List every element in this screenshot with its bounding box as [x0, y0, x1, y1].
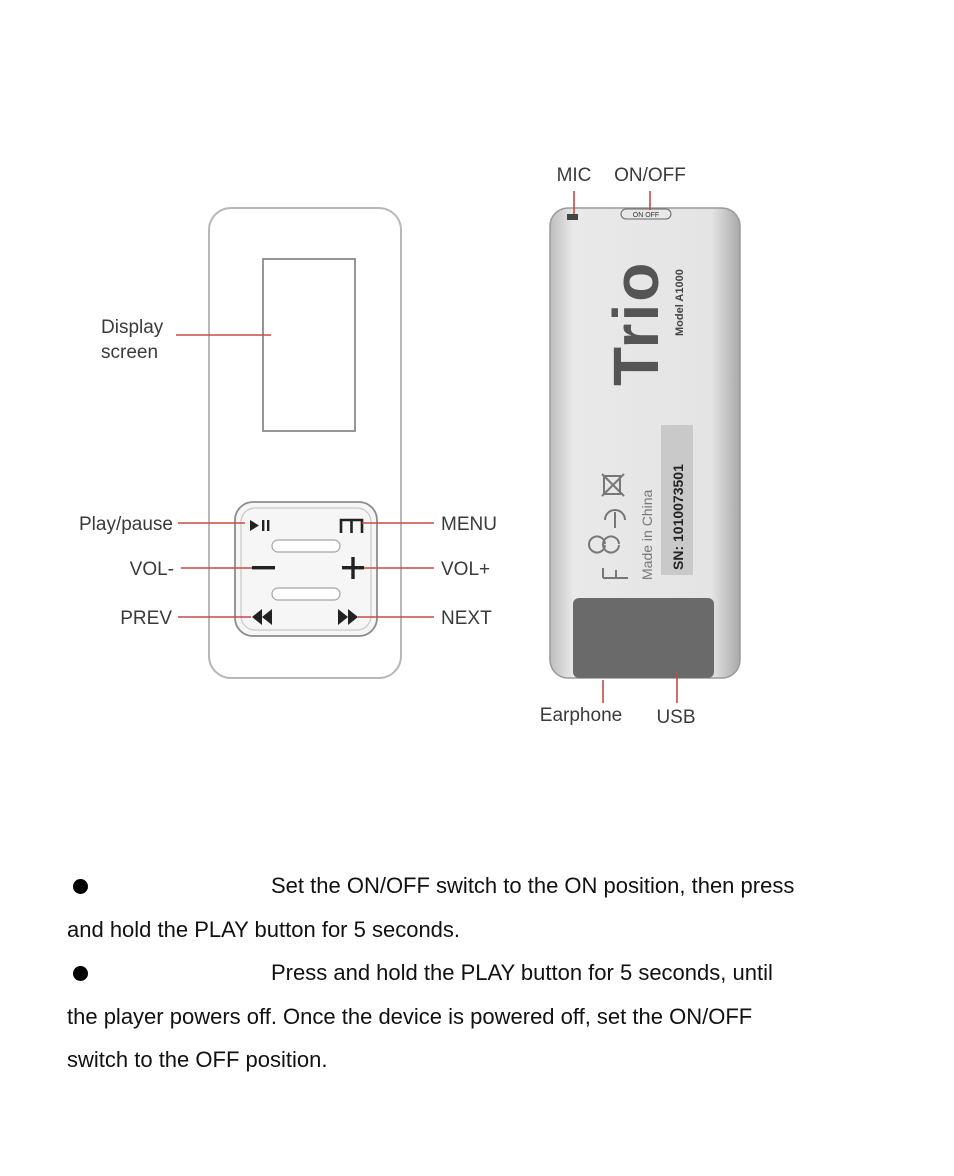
instruction-power-on-line1: Set the ON/OFF switch to the ON position…	[271, 873, 795, 898]
switch-text: ON OFF	[633, 212, 659, 219]
label-next: NEXT	[441, 608, 492, 629]
label-vol-minus: VOL-	[130, 559, 174, 580]
brand-logo: Trio	[600, 261, 672, 386]
label-prev: PREV	[120, 608, 172, 629]
button-panel	[234, 501, 378, 637]
mic-hole	[567, 214, 578, 220]
instruction-power-off-line2: the player powers off. Once the device i…	[67, 1003, 753, 1029]
instruction-power-on: Set the ON/OFF switch to the ON position…	[67, 864, 897, 951]
label-on-off: ON/OFF	[614, 165, 686, 186]
minus-icon	[252, 566, 275, 570]
bullet-icon	[73, 879, 88, 894]
made-in-china: Made in China	[639, 490, 655, 580]
plus-icon	[342, 557, 364, 579]
fast-forward-icon	[338, 609, 358, 625]
certification-marks-icon	[588, 473, 628, 579]
serial-number: SN: 1010073501	[670, 464, 686, 570]
instruction-power-on-line2: and hold the PLAY button for 5 seconds.	[67, 916, 461, 942]
label-mic: MIC	[557, 165, 592, 186]
label-screen: screen	[101, 342, 158, 363]
label-earphone: Earphone	[540, 705, 622, 726]
display-screen	[262, 258, 356, 432]
device-diagram: Display screen Play/pause VOL- PREV MENU…	[79, 165, 741, 728]
player-back: ON OFF Trio Model A1000 SN: 1010073501 M…	[549, 207, 741, 679]
instruction-power-off: Press and hold the PLAY button for 5 sec…	[67, 951, 897, 1082]
label-play-pause: Play/pause	[79, 514, 173, 535]
instruction-power-off-line1: Press and hold the PLAY button for 5 sec…	[271, 960, 773, 985]
player-front	[208, 207, 402, 679]
model-text: Model A1000	[674, 269, 686, 336]
rewind-icon	[252, 609, 272, 625]
label-menu: MENU	[441, 514, 497, 535]
bullet-icon	[73, 966, 88, 981]
serial-sticker	[661, 425, 693, 575]
label-usb: USB	[656, 707, 695, 728]
usb-connector	[573, 598, 714, 678]
play-pause-icon	[250, 520, 270, 531]
label-display: Display	[101, 317, 164, 338]
label-vol-plus: VOL+	[441, 559, 490, 580]
on-off-switch	[620, 208, 672, 220]
instruction-power-off-line3: switch to the OFF position.	[67, 1047, 328, 1072]
menu-icon	[339, 518, 364, 533]
